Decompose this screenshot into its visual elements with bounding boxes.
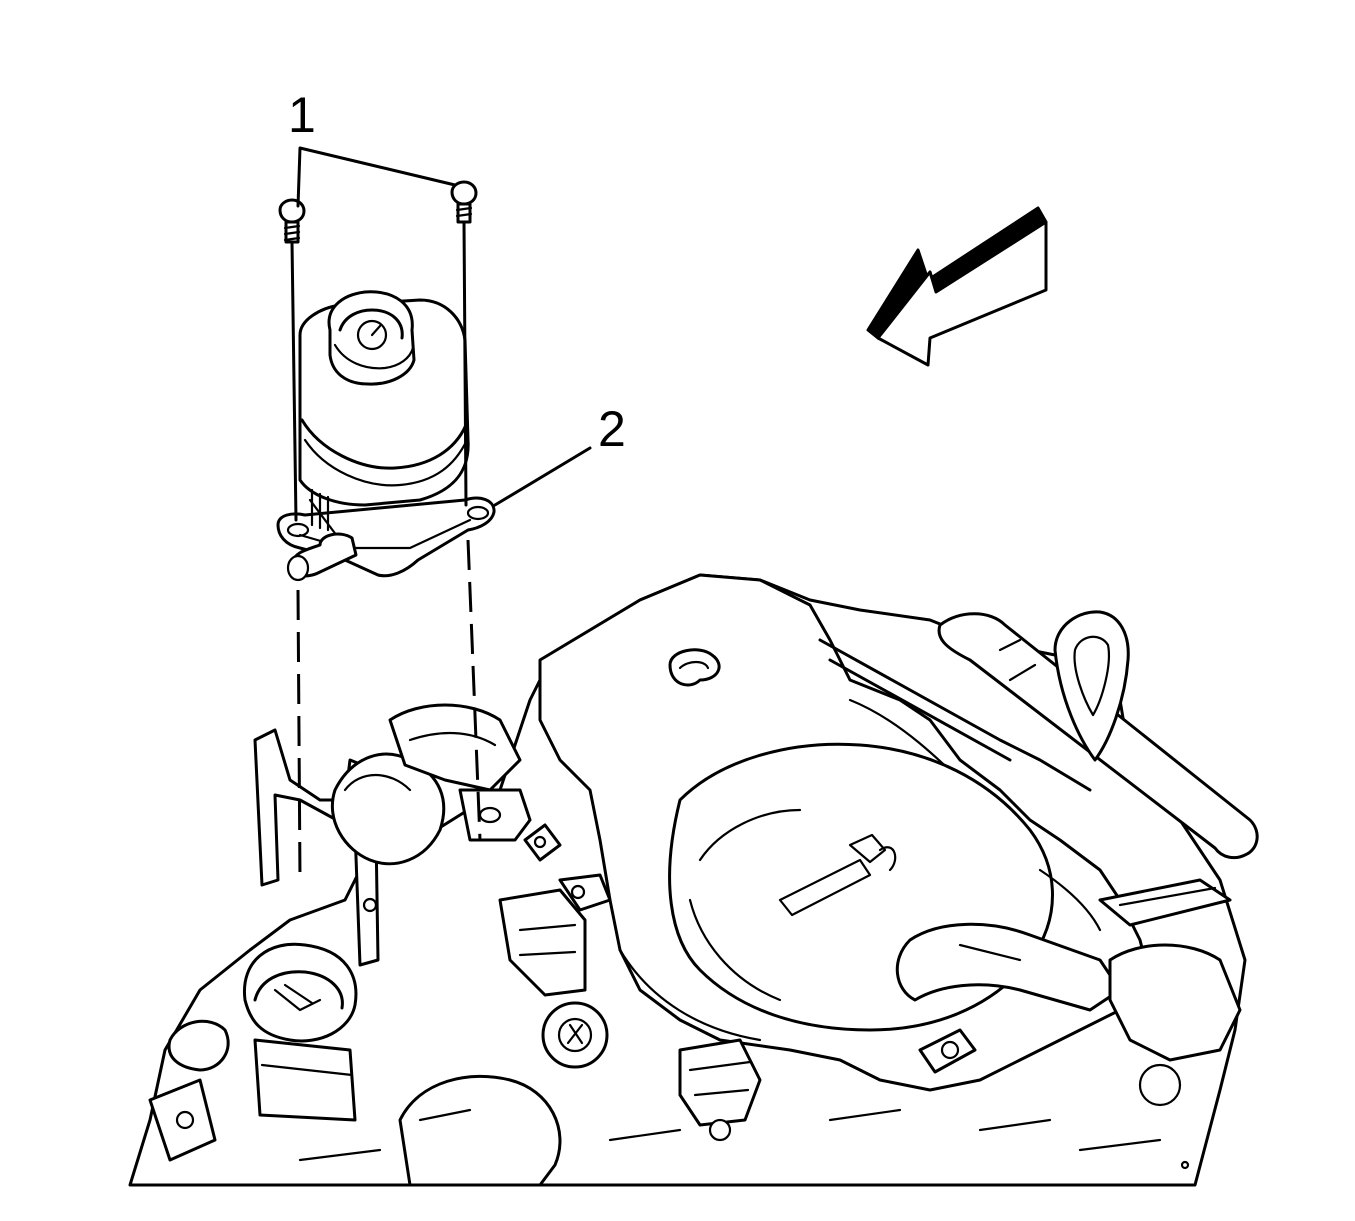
bolt-icon: [450, 180, 478, 224]
arrow-front-icon: [866, 206, 1048, 367]
installation-guide-lines: [290, 220, 482, 881]
callout-leader-1: [296, 146, 457, 208]
engine-icon: [128, 573, 1259, 1187]
callout-label-2: 2: [598, 401, 626, 457]
bolt-icon: [278, 198, 306, 244]
coolant-reservoir-icon: [276, 290, 496, 582]
callout-label-1: 1: [288, 87, 316, 143]
callout-leader-2: [493, 446, 592, 507]
